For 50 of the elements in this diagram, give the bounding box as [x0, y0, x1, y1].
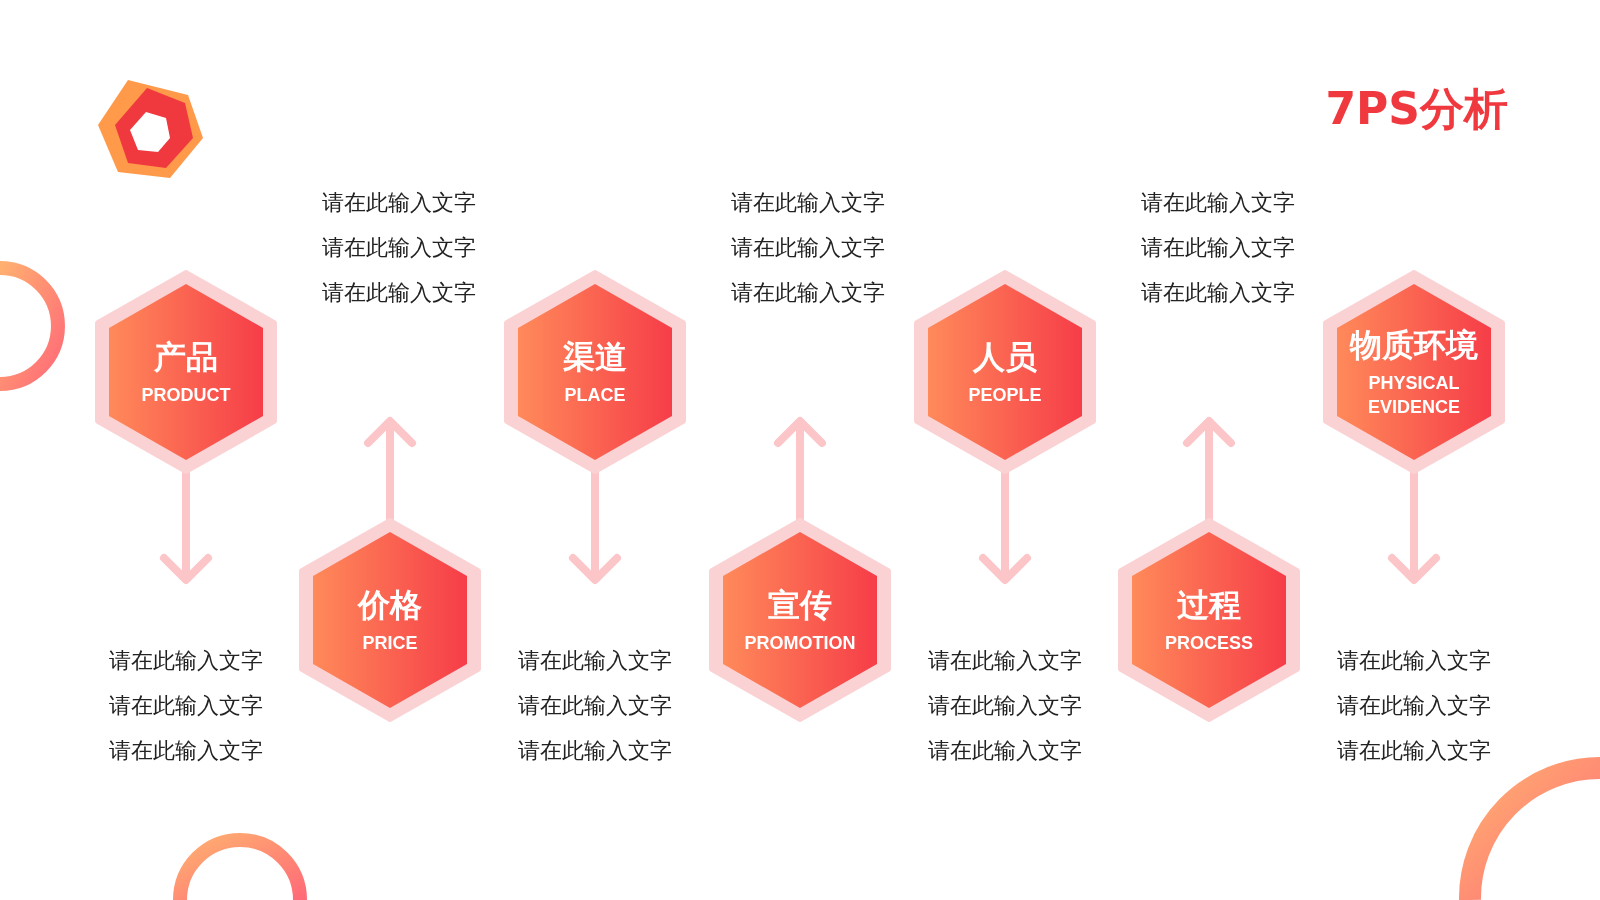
node-subtitle: PRODUCT — [140, 384, 232, 407]
body-text: 请在此输入文字 — [1337, 737, 1491, 765]
hexagon-node — [299, 518, 481, 722]
node-title: 过程 — [1177, 585, 1241, 625]
body-text: 请在此输入文字 — [731, 189, 885, 217]
body-text: 请在此输入文字 — [322, 189, 476, 217]
body-text: 请在此输入文字 — [518, 692, 672, 720]
body-text: 请在此输入文字 — [518, 647, 672, 675]
body-text: 请在此输入文字 — [731, 234, 885, 262]
node-subtitle: PROCESS — [1164, 632, 1254, 655]
node-subtitle: PROMOTION — [743, 632, 857, 655]
hexagon-node — [1323, 270, 1505, 474]
body-text: 请在此输入文字 — [928, 692, 1082, 720]
body-text: 请在此输入文字 — [109, 647, 263, 675]
body-text: 请在此输入文字 — [322, 234, 476, 262]
node-title: 人员 — [973, 337, 1037, 377]
arrow — [364, 417, 416, 522]
body-text: 请在此输入文字 — [518, 737, 672, 765]
node-subtitle: PRICE — [361, 632, 419, 655]
node-title: 宣传 — [768, 585, 832, 625]
body-text: 请在此输入文字 — [731, 279, 885, 307]
node-title: 渠道 — [563, 337, 627, 377]
body-text: 请在此输入文字 — [1141, 279, 1295, 307]
node-title: 产品 — [154, 337, 218, 377]
title: 7PS分析 — [1325, 82, 1508, 136]
hexagon-node — [1118, 518, 1300, 722]
body-text: 请在此输入文字 — [109, 692, 263, 720]
arrow — [1388, 470, 1440, 584]
node-subtitle: PHYSICAL EVIDENCE — [1367, 372, 1461, 419]
body-text: 请在此输入文字 — [109, 737, 263, 765]
arrow — [160, 470, 212, 584]
body-text: 请在此输入文字 — [322, 279, 476, 307]
node-title: 物质环境 — [1350, 325, 1478, 365]
body-text: 请在此输入文字 — [1141, 234, 1295, 262]
body-text: 请在此输入文字 — [1337, 692, 1491, 720]
arrow — [569, 470, 621, 584]
arrow — [774, 417, 826, 522]
hexagon-node — [914, 270, 1096, 474]
arrow — [979, 470, 1031, 584]
hexagon-node — [504, 270, 686, 474]
node-title: 价格 — [358, 585, 422, 625]
body-text: 请在此输入文字 — [1141, 189, 1295, 217]
body-text: 请在此输入文字 — [928, 737, 1082, 765]
arrow — [1183, 417, 1235, 522]
body-text: 请在此输入文字 — [928, 647, 1082, 675]
hexagon-node — [95, 270, 277, 474]
node-subtitle: PLACE — [563, 384, 627, 407]
node-subtitle: PEOPLE — [967, 384, 1043, 407]
body-text: 请在此输入文字 — [1337, 647, 1491, 675]
hexagon-node — [709, 518, 891, 722]
